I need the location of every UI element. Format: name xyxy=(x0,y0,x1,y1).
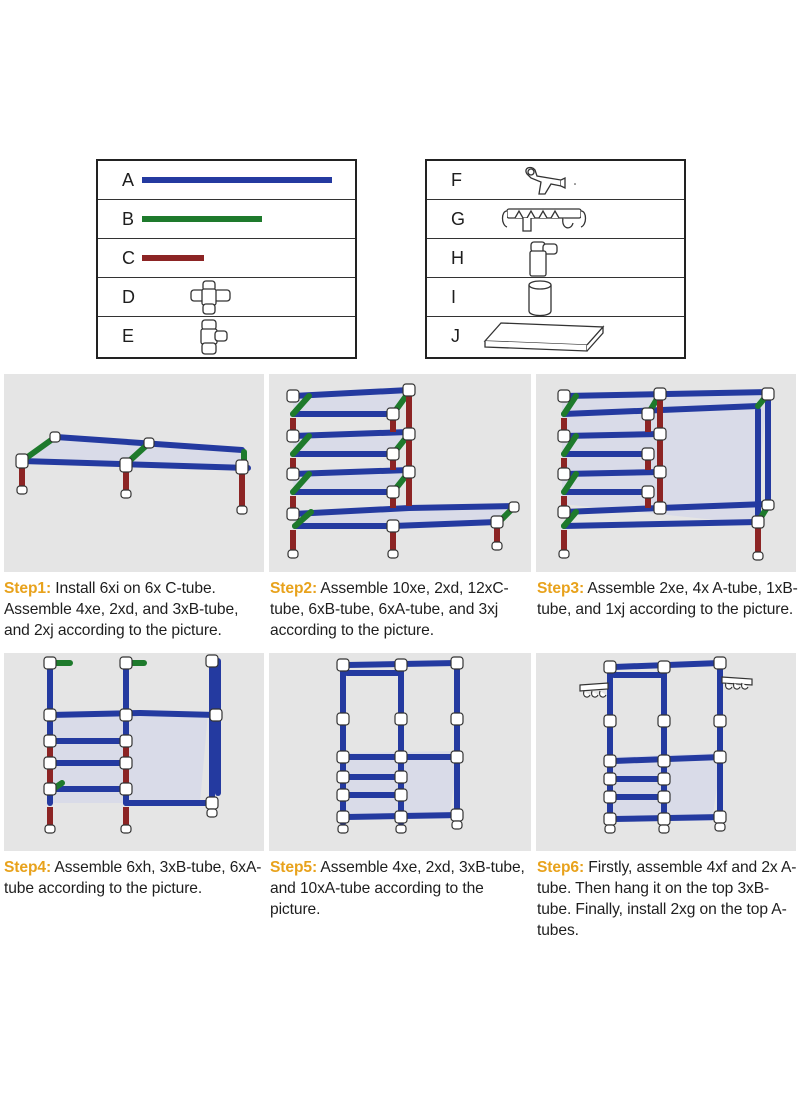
parts-table-right: F G H xyxy=(425,159,686,359)
foot-cap-icon xyxy=(528,280,552,317)
part-letter: A xyxy=(122,170,135,190)
step6-illustration xyxy=(536,653,796,851)
step4-caption: Step4: Assemble 6xh, 3xB-tube, 6xA-tube … xyxy=(4,857,266,899)
step1-drawing xyxy=(15,431,251,515)
step5-caption: Step5: Assemble 4xe, 2xd, 3xB-tube, and … xyxy=(270,857,532,920)
step-label: Step2: xyxy=(270,580,318,597)
part-row-c: C xyxy=(98,239,355,278)
step6-drawing xyxy=(579,656,753,834)
step-label: Step1: xyxy=(4,580,52,597)
side-connector-icon xyxy=(529,241,558,277)
part-row-e: E xyxy=(98,317,355,356)
hook-bracket-icon xyxy=(525,166,576,195)
step1-illustration xyxy=(4,374,264,572)
step-text: Assemble 2xe, 4x A-tube, 1xB-tube, and 1… xyxy=(537,580,798,618)
part-row-b: B xyxy=(98,200,355,239)
step-text: Assemble 6xh, 3xB-tube, 6xA-tube accordi… xyxy=(4,859,262,897)
step3-caption: Step3: Assemble 2xe, 4x A-tube, 1xB-tube… xyxy=(537,578,799,620)
part-letter: F xyxy=(451,170,462,190)
part-row-h: H xyxy=(427,239,684,278)
part-row-i: I xyxy=(427,278,684,317)
step-label: Step4: xyxy=(4,859,52,876)
step-label: Step5: xyxy=(270,859,318,876)
step5-drawing xyxy=(336,656,464,834)
step-label: Step6: xyxy=(537,859,585,876)
step6-caption: Step6: Firstly, assemble 4xf and 2x A-tu… xyxy=(537,857,799,941)
part-letter: H xyxy=(451,248,464,268)
part-row-a: A xyxy=(98,161,355,200)
part-letter: I xyxy=(451,287,457,307)
step-text: Firstly, assemble 4xf and 2x A-tube. The… xyxy=(537,859,797,939)
red-short-tube-icon xyxy=(142,255,204,261)
blue-long-tube-icon xyxy=(142,177,332,183)
part-letter: E xyxy=(122,326,135,346)
hanger-rack-icon xyxy=(501,208,587,232)
step2-illustration xyxy=(269,374,531,572)
step3-illustration xyxy=(536,374,796,572)
part-row-j: J xyxy=(427,317,684,356)
step2-caption: Step2: Assemble 10xe, 2xd, 12xC-tube, 6x… xyxy=(270,578,532,641)
shelf-board-icon xyxy=(483,322,605,352)
part-letter: B xyxy=(122,209,135,229)
parts-table-left: A B C D E xyxy=(96,159,357,359)
three-way-connector-icon xyxy=(200,319,228,355)
step-text: Assemble 4xe, 2xd, 3xB-tube, and 10xA-tu… xyxy=(270,859,525,918)
part-row-g: G xyxy=(427,200,684,239)
part-letter: J xyxy=(451,326,460,346)
part-letter: G xyxy=(451,209,466,229)
part-row-d: D xyxy=(98,278,355,317)
step4-illustration xyxy=(4,653,264,851)
step-text: Install 6xi on 6x C-tube. Assemble 4xe, … xyxy=(4,580,239,639)
step5-illustration xyxy=(269,653,531,851)
step-text: Assemble 10xe, 2xd, 12xC-tube, 6xB-tube,… xyxy=(270,580,509,639)
step-label: Step3: xyxy=(537,580,585,597)
green-medium-tube-icon xyxy=(142,216,262,222)
four-way-connector-icon xyxy=(190,280,231,315)
part-letter: D xyxy=(122,287,135,307)
step1-caption: Step1: Install 6xi on 6x C-tube. Assembl… xyxy=(4,578,266,641)
step2-drawing xyxy=(286,383,520,559)
part-row-f: F xyxy=(427,161,684,200)
step3-drawing xyxy=(557,387,775,561)
part-letter: C xyxy=(122,248,135,268)
step4-drawing xyxy=(43,654,223,834)
